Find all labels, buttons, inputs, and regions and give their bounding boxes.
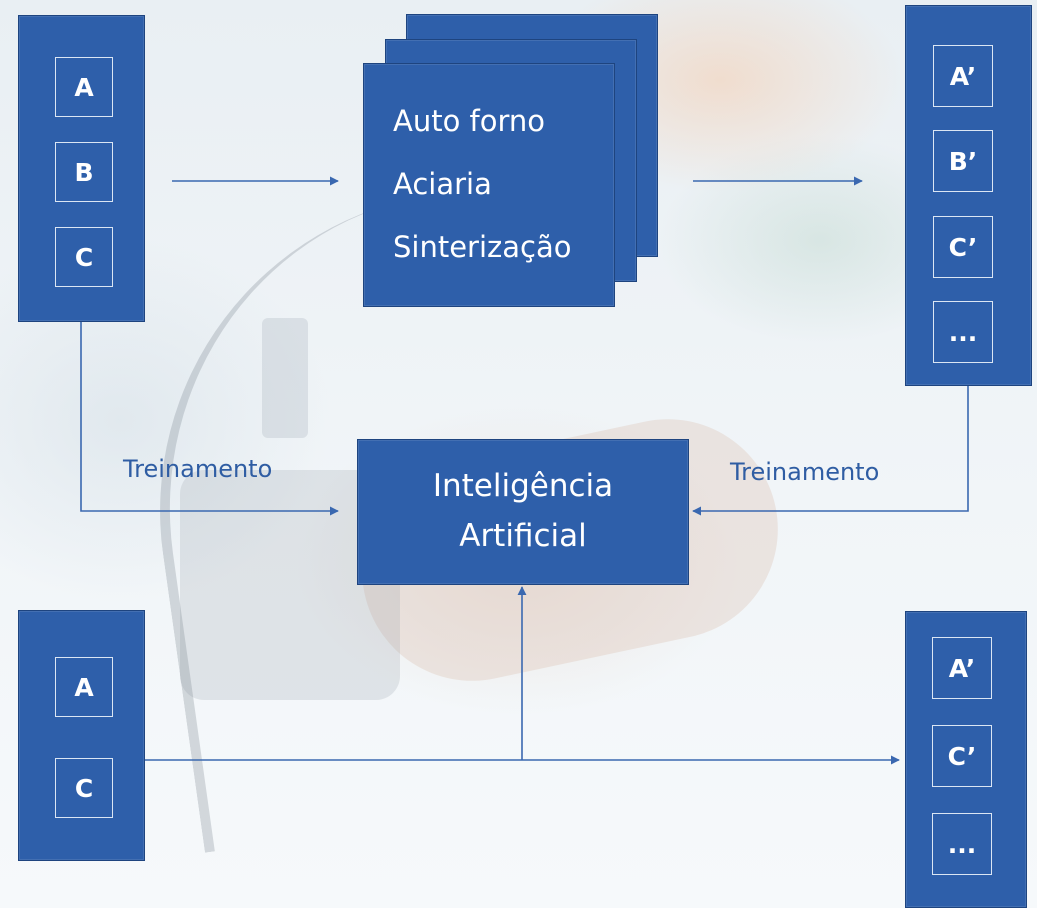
arrow-outputs-training	[692, 386, 969, 516]
bottom-output-cell-c-prime: C’	[932, 725, 992, 787]
input-cell-c: C	[55, 227, 113, 287]
input-cell-b: B	[55, 142, 113, 202]
ai-label-line2: Artificial	[459, 518, 587, 554]
bottom-output-panel: A’ C’ ...	[905, 611, 1027, 908]
process-label-sinterizacao: Sinterização	[393, 230, 572, 264]
input-cell-a: A	[55, 57, 113, 117]
arrow-inputs-training	[80, 322, 339, 516]
bottom-output-cell-ellipsis: ...	[932, 813, 992, 875]
output-cell-b-prime: B’	[933, 130, 993, 192]
training-label-right: Treinamento	[730, 458, 880, 486]
top-output-panel: A’ B’ C’ ...	[905, 5, 1032, 386]
output-cell-a-prime: A’	[933, 45, 993, 107]
bottom-input-cell-a: A	[55, 657, 113, 717]
background-probe	[262, 318, 308, 438]
ai-box: Inteligência Artificial	[357, 439, 689, 585]
ai-label-line1: Inteligência	[432, 468, 614, 504]
bottom-output-cell-a-prime: A’	[932, 637, 992, 699]
top-input-panel: A B C	[18, 15, 145, 322]
process-label-aciaria: Aciaria	[393, 167, 492, 201]
process-box-front: Auto forno Aciaria Sinterização	[363, 63, 615, 307]
bottom-input-panel: A C	[18, 610, 145, 861]
bottom-input-cell-c: C	[55, 758, 113, 818]
training-label-left: Treinamento	[123, 455, 273, 483]
process-label-auto-forno: Auto forno	[393, 104, 546, 138]
output-cell-c-prime: C’	[933, 216, 993, 278]
output-cell-ellipsis: ...	[933, 301, 993, 363]
